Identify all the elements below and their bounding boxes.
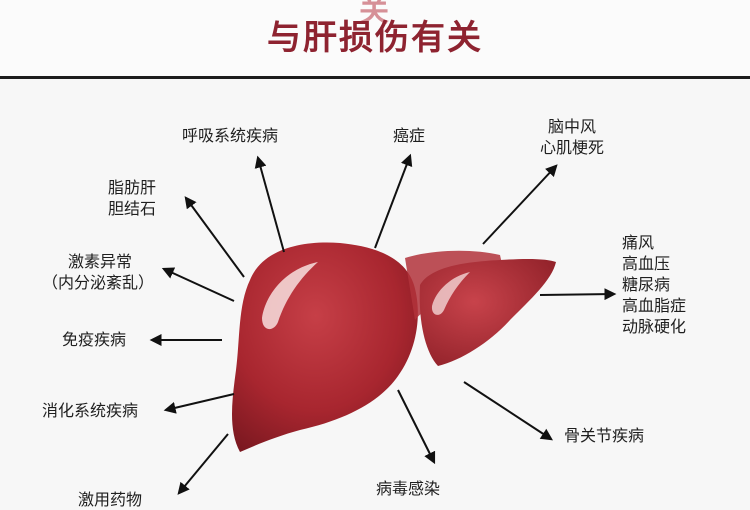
label-stroke-line2: 心肌梗死 — [539, 138, 604, 157]
title-fragment-cropped: 关 — [359, 0, 391, 29]
arrow-metabolic — [539, 288, 617, 301]
arrow-drug — [177, 433, 229, 495]
label-fatty-liver-line1: 脂肪肝 — [108, 178, 157, 197]
arrow-fatty-liver — [184, 196, 245, 278]
liver-right-lobe — [232, 242, 418, 452]
label-hormone: 激素异常 （内分泌紊乱） — [42, 251, 154, 293]
arrow-bone-joint — [463, 381, 554, 441]
liver-highlight-left — [431, 272, 470, 315]
header-divider — [0, 76, 750, 79]
arrow-virus — [397, 389, 436, 465]
label-metabolic-item: 高血脂症 — [622, 296, 687, 315]
label-hormone-line1: 激素异常 — [68, 252, 133, 271]
arrow-digestive — [163, 393, 235, 414]
label-digestive: 消化系统疾病 — [42, 401, 139, 420]
label-fatty-liver-line2: 胆结石 — [108, 199, 157, 218]
label-immune: 免疫疾病 — [62, 330, 127, 349]
liver-highlight-right — [262, 262, 318, 330]
label-stroke-line1: 脑中风 — [547, 117, 596, 136]
arrow-cancer — [374, 153, 413, 249]
label-cancer: 癌症 — [393, 126, 426, 145]
label-metabolic-item: 糖尿病 — [622, 275, 671, 294]
header-band: 关 与肝损伤有关 — [0, 0, 750, 76]
arrow-respiratory — [254, 155, 285, 253]
arrow-hormone — [161, 267, 235, 302]
page-title: 与肝损伤有关 — [267, 18, 483, 58]
arrow-stroke — [482, 164, 558, 245]
label-stroke: 脑中风 心肌梗死 — [532, 116, 612, 158]
label-hormone-line2: （内分泌紊乱） — [42, 273, 155, 292]
label-respiratory: 呼吸系统疾病 — [182, 126, 279, 145]
label-metabolic-list: 痛风 高血压 糖尿病 高血脂症 动脉硬化 — [622, 232, 686, 337]
label-metabolic-item: 动脉硬化 — [622, 317, 687, 336]
label-metabolic-item: 痛风 — [622, 233, 655, 252]
label-metabolic-item: 高血压 — [622, 254, 671, 273]
label-fatty-liver: 脂肪肝 胆结石 — [108, 177, 156, 219]
label-virus: 病毒感染 — [376, 479, 441, 498]
label-bone-joint: 骨关节疾病 — [564, 426, 645, 445]
